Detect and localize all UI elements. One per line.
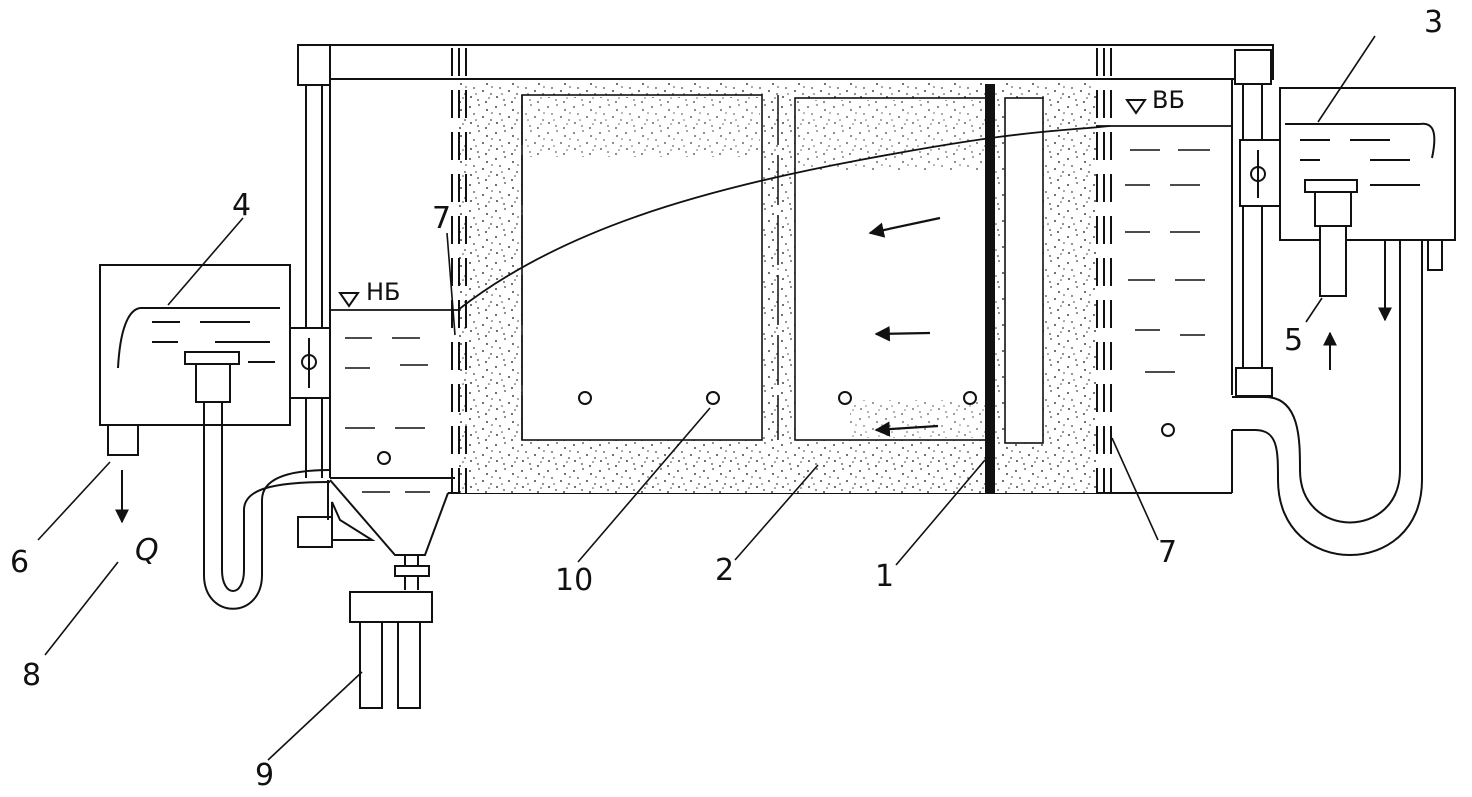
seepage-flow-arrows bbox=[868, 216, 941, 437]
right-guide-rail bbox=[1234, 49, 1281, 397]
label-5: 5 bbox=[1284, 323, 1303, 358]
label-q-flow: Q bbox=[135, 533, 159, 568]
screen-left bbox=[451, 48, 467, 493]
top-beam bbox=[297, 44, 1274, 80]
label-8: 8 bbox=[22, 658, 41, 693]
upstream-water-dashes bbox=[1125, 149, 1210, 373]
label-4: 4 bbox=[232, 188, 251, 223]
depression-curve bbox=[457, 125, 1111, 311]
label-tailwater: НБ bbox=[366, 278, 401, 306]
downstream-u-pipe bbox=[203, 402, 331, 610]
label-headwater: ВБ bbox=[1152, 86, 1185, 114]
downstream-water-dashes bbox=[345, 337, 430, 493]
upstream-u-pipe bbox=[1232, 240, 1423, 556]
downstream-level-triangle bbox=[338, 292, 360, 308]
upstream-tank bbox=[1279, 87, 1456, 370]
upstream-level-triangle bbox=[1125, 99, 1147, 115]
soil-sample bbox=[458, 82, 1096, 493]
diaphragm bbox=[985, 84, 995, 494]
label-6: 6 bbox=[10, 545, 29, 580]
piezometer-points bbox=[377, 391, 1175, 465]
label-3: 3 bbox=[1424, 5, 1443, 40]
downstream-tank bbox=[99, 264, 291, 524]
level-markers bbox=[338, 99, 1147, 308]
label-7-right: 7 bbox=[1158, 535, 1177, 570]
label-1: 1 bbox=[875, 559, 894, 594]
water-levels bbox=[330, 125, 1232, 311]
label-2: 2 bbox=[715, 553, 734, 588]
sediment-hopper bbox=[297, 479, 449, 709]
label-9: 9 bbox=[255, 758, 274, 792]
screen-right bbox=[1096, 48, 1112, 493]
right-slider bbox=[1239, 139, 1281, 207]
left-guide-rail bbox=[289, 44, 331, 478]
leader-lines bbox=[37, 35, 1376, 761]
label-7-left: 7 bbox=[432, 201, 451, 236]
label-10: 10 bbox=[555, 563, 593, 598]
